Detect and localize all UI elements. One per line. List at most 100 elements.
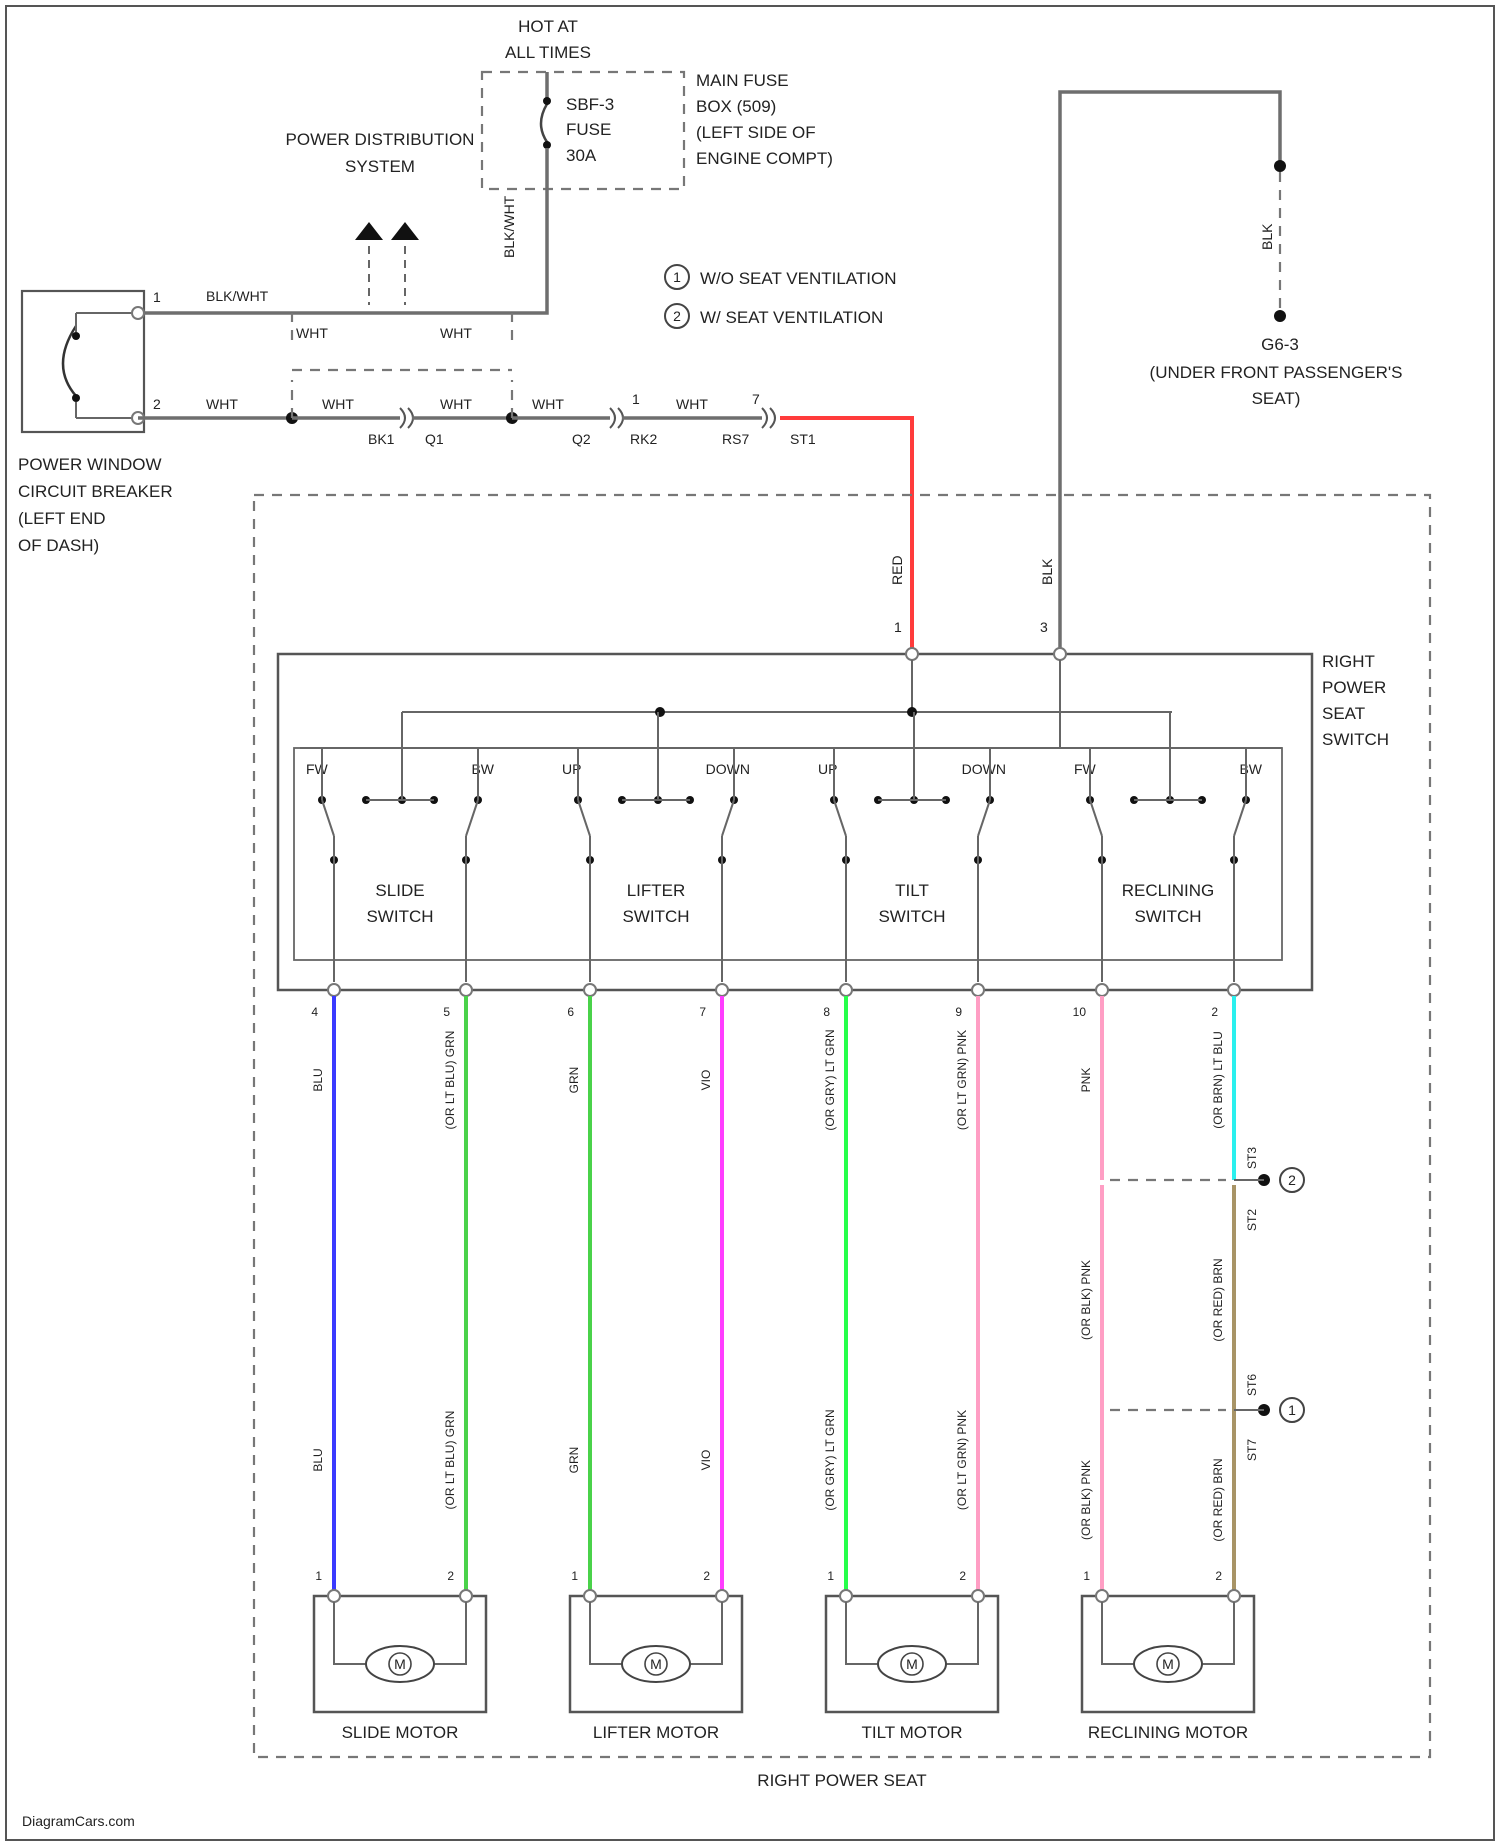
switch-2-name-line2: SWITCH <box>878 907 945 926</box>
svg-text:POWER DISTRIBUTION: POWER DISTRIBUTION <box>286 130 475 149</box>
ground-location-label: (UNDER FRONT PASSENGER'S SEAT) <box>1150 363 1403 408</box>
switch-bottom-pin-4 <box>840 984 852 996</box>
wire-label-tilt_a-lower: (OR GRY) LT GRN <box>823 1409 837 1510</box>
svg-text:ALL TIMES: ALL TIMES <box>505 43 591 62</box>
wire-label-wht-upper-2: WHT <box>440 325 472 341</box>
wire-label-wht-upper-1: WHT <box>296 325 328 341</box>
switch-2-blade-left <box>834 800 846 836</box>
fuse-symbol <box>541 104 547 142</box>
cb-pin-2-label: 2 <box>153 396 161 412</box>
circuit-breaker-label: POWER WINDOW CIRCUIT BREAKER (LEFT END O… <box>18 455 173 555</box>
legend: 1 W/O SEAT VENTILATION 2 W/ SEAT VENTILA… <box>665 265 896 328</box>
pin-label-q-1: 1 <box>632 391 640 407</box>
wire-label-recl-b-low: (OR RED) BRN <box>1211 1458 1225 1541</box>
switch-bottom-pin-5 <box>972 984 984 996</box>
svg-text:30A: 30A <box>566 146 597 165</box>
wire-label-blk-wht-breaker: BLK/WHT <box>206 288 269 304</box>
switch-1-name-line2: SWITCH <box>622 907 689 926</box>
switch-group: FWBWSLIDESWITCHUPDOWNLIFTERSWITCHUPDOWNT… <box>300 712 1282 982</box>
distribution-arrow-2 <box>391 222 419 240</box>
switch-bottom-pin-7 <box>1228 984 1240 996</box>
motor-3-symbol-label: M <box>1162 1656 1174 1672</box>
connector-label-st2: ST2 <box>1245 1209 1259 1231</box>
motor-3-lead-left <box>1102 1602 1134 1664</box>
switch-pin-red <box>906 648 918 660</box>
switch-2-name: TILT <box>895 881 929 900</box>
switch-bottom-pin-label-7: 2 <box>1211 1005 1218 1019</box>
switch-inner-box <box>294 748 1282 960</box>
switch-3-blade-right <box>1234 800 1246 836</box>
connector-label-q1: Q1 <box>425 431 444 447</box>
svg-text:(UNDER FRONT PASSENGER'S: (UNDER FRONT PASSENGER'S <box>1150 363 1403 382</box>
motor-0-pin-2-label: 2 <box>447 1569 454 1583</box>
svg-text:SYSTEM: SYSTEM <box>345 157 415 176</box>
motor-2-pin-2-label: 2 <box>959 1569 966 1583</box>
motor-0-lead-right <box>434 1602 466 1664</box>
right-power-seat-label: RIGHT POWER SEAT <box>757 1771 926 1790</box>
connector-label-rs7: RS7 <box>722 431 749 447</box>
svg-text:POWER: POWER <box>1322 678 1386 697</box>
motor-3-pin-2 <box>1228 1590 1240 1602</box>
svg-text:HOT AT: HOT AT <box>518 17 578 36</box>
connector-bk1-q1 <box>400 408 413 428</box>
motor-2-lead-right <box>946 1602 978 1664</box>
right-power-seat-outline <box>254 495 1430 1757</box>
connector-rs7-st1 <box>762 408 775 428</box>
wire-label-tilt_b: (OR LT GRN) PNK <box>955 1030 969 1130</box>
pin-label-sw-blk: 3 <box>1040 619 1048 635</box>
svg-text:W/O SEAT VENTILATION: W/O SEAT VENTILATION <box>700 269 896 288</box>
cb-terminal-bottom <box>72 394 80 402</box>
switch-0-name: SLIDE <box>375 881 424 900</box>
switch-3-blade-left <box>1090 800 1102 836</box>
motor-3-name: RECLINING MOTOR <box>1088 1723 1248 1742</box>
motor-0-pin-2 <box>460 1590 472 1602</box>
watermark: DiagramCars.com <box>22 1813 135 1829</box>
blk-wht-feed-wire <box>138 148 547 313</box>
svg-text:CIRCUIT BREAKER: CIRCUIT BREAKER <box>18 482 173 501</box>
motor-1-pin-1 <box>584 1590 596 1602</box>
motor-0-name: SLIDE MOTOR <box>342 1723 459 1742</box>
switch-1-blade-right <box>722 800 734 836</box>
switch-0-right-label: BW <box>471 761 494 777</box>
motor-3-pin-2-label: 2 <box>1215 1569 1222 1583</box>
switch-bottom-pin-label-4: 8 <box>823 1005 830 1019</box>
svg-text:SBF-3: SBF-3 <box>566 95 614 114</box>
connector-label-st3: ST3 <box>1245 1147 1259 1169</box>
switch-slide: FWBWSLIDESWITCH <box>306 712 495 982</box>
switch-bottom-pin-0 <box>328 984 340 996</box>
distribution-arrow-1 <box>355 222 383 240</box>
svg-text:RIGHT: RIGHT <box>1322 652 1375 671</box>
connector-label-q2: Q2 <box>572 431 591 447</box>
motor-0-symbol-label: M <box>394 1656 406 1672</box>
power-bus <box>402 660 1172 712</box>
ground-splice-top <box>1274 160 1286 172</box>
wire-label-recl-a-mid: (OR BLK) PNK <box>1079 1260 1093 1340</box>
fuse-terminal-bottom <box>543 141 551 149</box>
motor-2-pin-2 <box>972 1590 984 1602</box>
svg-text:BOX (509): BOX (509) <box>696 97 776 116</box>
hot-at-all-times-label: HOT AT ALL TIMES <box>505 17 591 62</box>
switch-bottom-pin-6 <box>1096 984 1108 996</box>
motor-1-pin-1-label: 1 <box>571 1569 578 1583</box>
motor-1-pin-2 <box>716 1590 728 1602</box>
red-wire <box>780 418 912 648</box>
switch-2-blade-right <box>978 800 990 836</box>
pin-label-sw-red: 1 <box>894 619 902 635</box>
recl-option-num-0: 2 <box>1288 1172 1296 1188</box>
switch-3-right-label: BW <box>1239 761 1262 777</box>
wire-label-wht-1: WHT <box>206 396 238 412</box>
ground-point <box>1274 310 1286 322</box>
switch-reclining: FWBWRECLININGSWITCH <box>1074 712 1263 982</box>
wire-label-blk: BLK <box>1039 558 1055 585</box>
motor-2-pin-1-label: 1 <box>827 1569 834 1583</box>
motor-3-lead-right <box>1202 1602 1234 1664</box>
wire-label-recl-a-low: (OR BLK) PNK <box>1079 1460 1093 1540</box>
wire-label-lifter_a-lower: GRN <box>567 1447 581 1474</box>
wire-label-slide_b-lower: (OR LT BLU) GRN <box>443 1411 457 1510</box>
wire-label-wht-3: WHT <box>440 396 472 412</box>
connector-label-st7: ST7 <box>1245 1439 1259 1461</box>
wire-label-tilt_a: (OR GRY) LT GRN <box>823 1029 837 1130</box>
svg-text:(LEFT SIDE OF: (LEFT SIDE OF <box>696 123 816 142</box>
recl-option-num-1: 1 <box>1288 1402 1296 1418</box>
